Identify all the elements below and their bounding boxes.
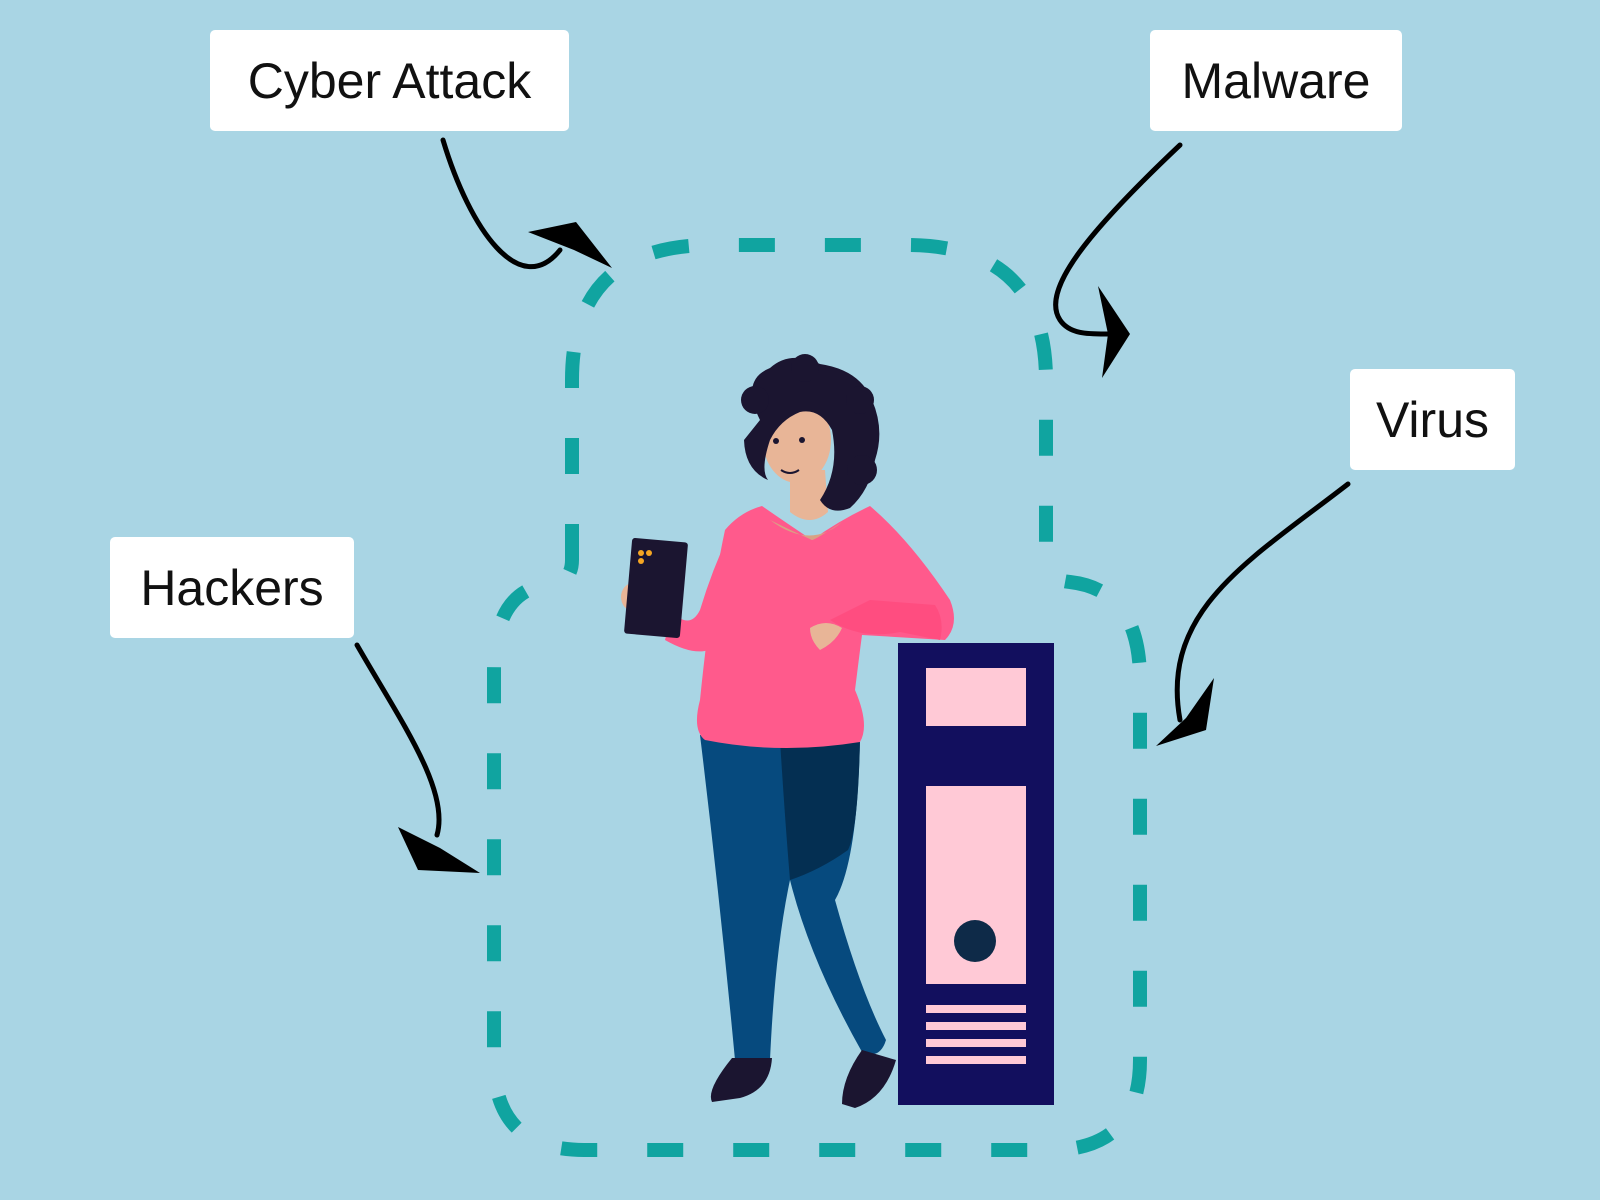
shield-outline bbox=[487, 238, 1147, 1157]
label-malware: Malware bbox=[1150, 30, 1402, 131]
server-tower-icon bbox=[898, 643, 1054, 1105]
label-virus: Virus bbox=[1350, 369, 1515, 470]
arrow-hackers bbox=[354, 642, 480, 873]
arrow-malware bbox=[1053, 142, 1183, 378]
arrow-cyber-attack bbox=[440, 137, 612, 270]
phone-icon bbox=[624, 537, 688, 639]
arrow-virus bbox=[1156, 481, 1351, 746]
label-cyber-attack: Cyber Attack bbox=[210, 30, 569, 131]
woman-figure bbox=[621, 354, 954, 1108]
label-hackers: Hackers bbox=[110, 537, 354, 638]
